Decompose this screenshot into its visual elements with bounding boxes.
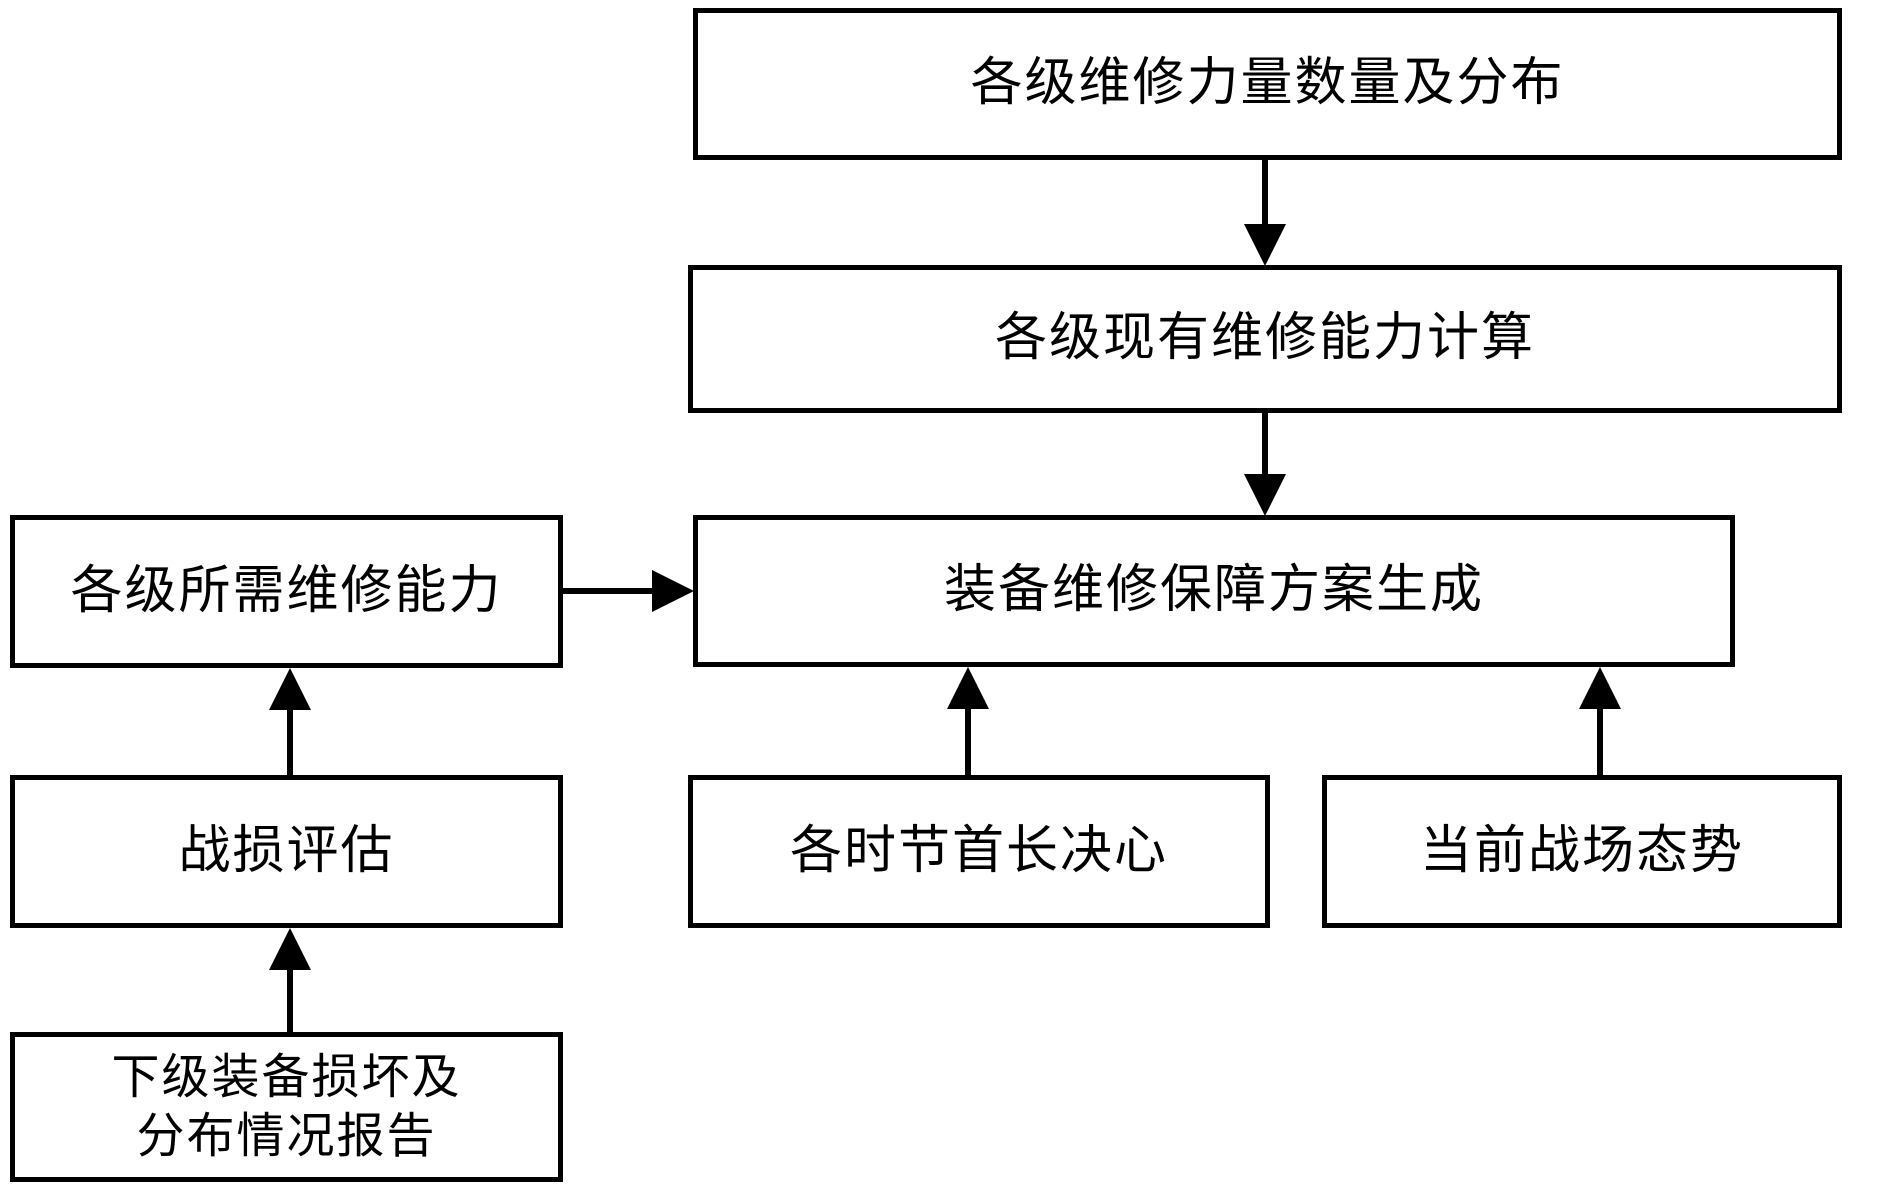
node-existing-capability-calc[interactable]: 各级现有维修能力计算 [688, 265, 1842, 413]
edge-capability-to-plan-arrowhead [1244, 474, 1286, 516]
node-current-battlefield-situation[interactable]: 当前战场态势 [1322, 775, 1842, 928]
edge-resolve-to-plan-line [965, 709, 971, 775]
edge-situation-to-plan-arrowhead [1579, 667, 1621, 709]
edge-damage-to-required-arrowhead [269, 668, 311, 710]
edge-situation-to-plan-line [1597, 709, 1603, 775]
node-support-plan-generation[interactable]: 装备维修保障方案生成 [693, 515, 1735, 667]
node-force-quantity-distribution[interactable]: 各级维修力量数量及分布 [693, 8, 1842, 160]
edge-resolve-to-plan-arrowhead [947, 667, 989, 709]
node-subordinate-damage-report[interactable]: 下级装备损坏及 分布情况报告 [10, 1032, 563, 1182]
edge-required-to-plan-arrowhead [652, 570, 694, 612]
edge-required-to-plan-line [563, 588, 655, 594]
edge-capability-to-plan-line [1262, 413, 1268, 476]
edge-force-to-capability-line [1262, 160, 1268, 227]
node-required-capability[interactable]: 各级所需维修能力 [10, 515, 563, 668]
edge-force-to-capability-arrowhead [1244, 224, 1286, 266]
edge-report-to-damage-line [287, 970, 293, 1032]
edge-damage-to-required-line [287, 709, 293, 775]
edge-report-to-damage-arrowhead [269, 928, 311, 970]
node-commander-resolve[interactable]: 各时节首长决心 [688, 775, 1270, 928]
node-battle-damage-assessment[interactable]: 战损评估 [10, 775, 563, 928]
